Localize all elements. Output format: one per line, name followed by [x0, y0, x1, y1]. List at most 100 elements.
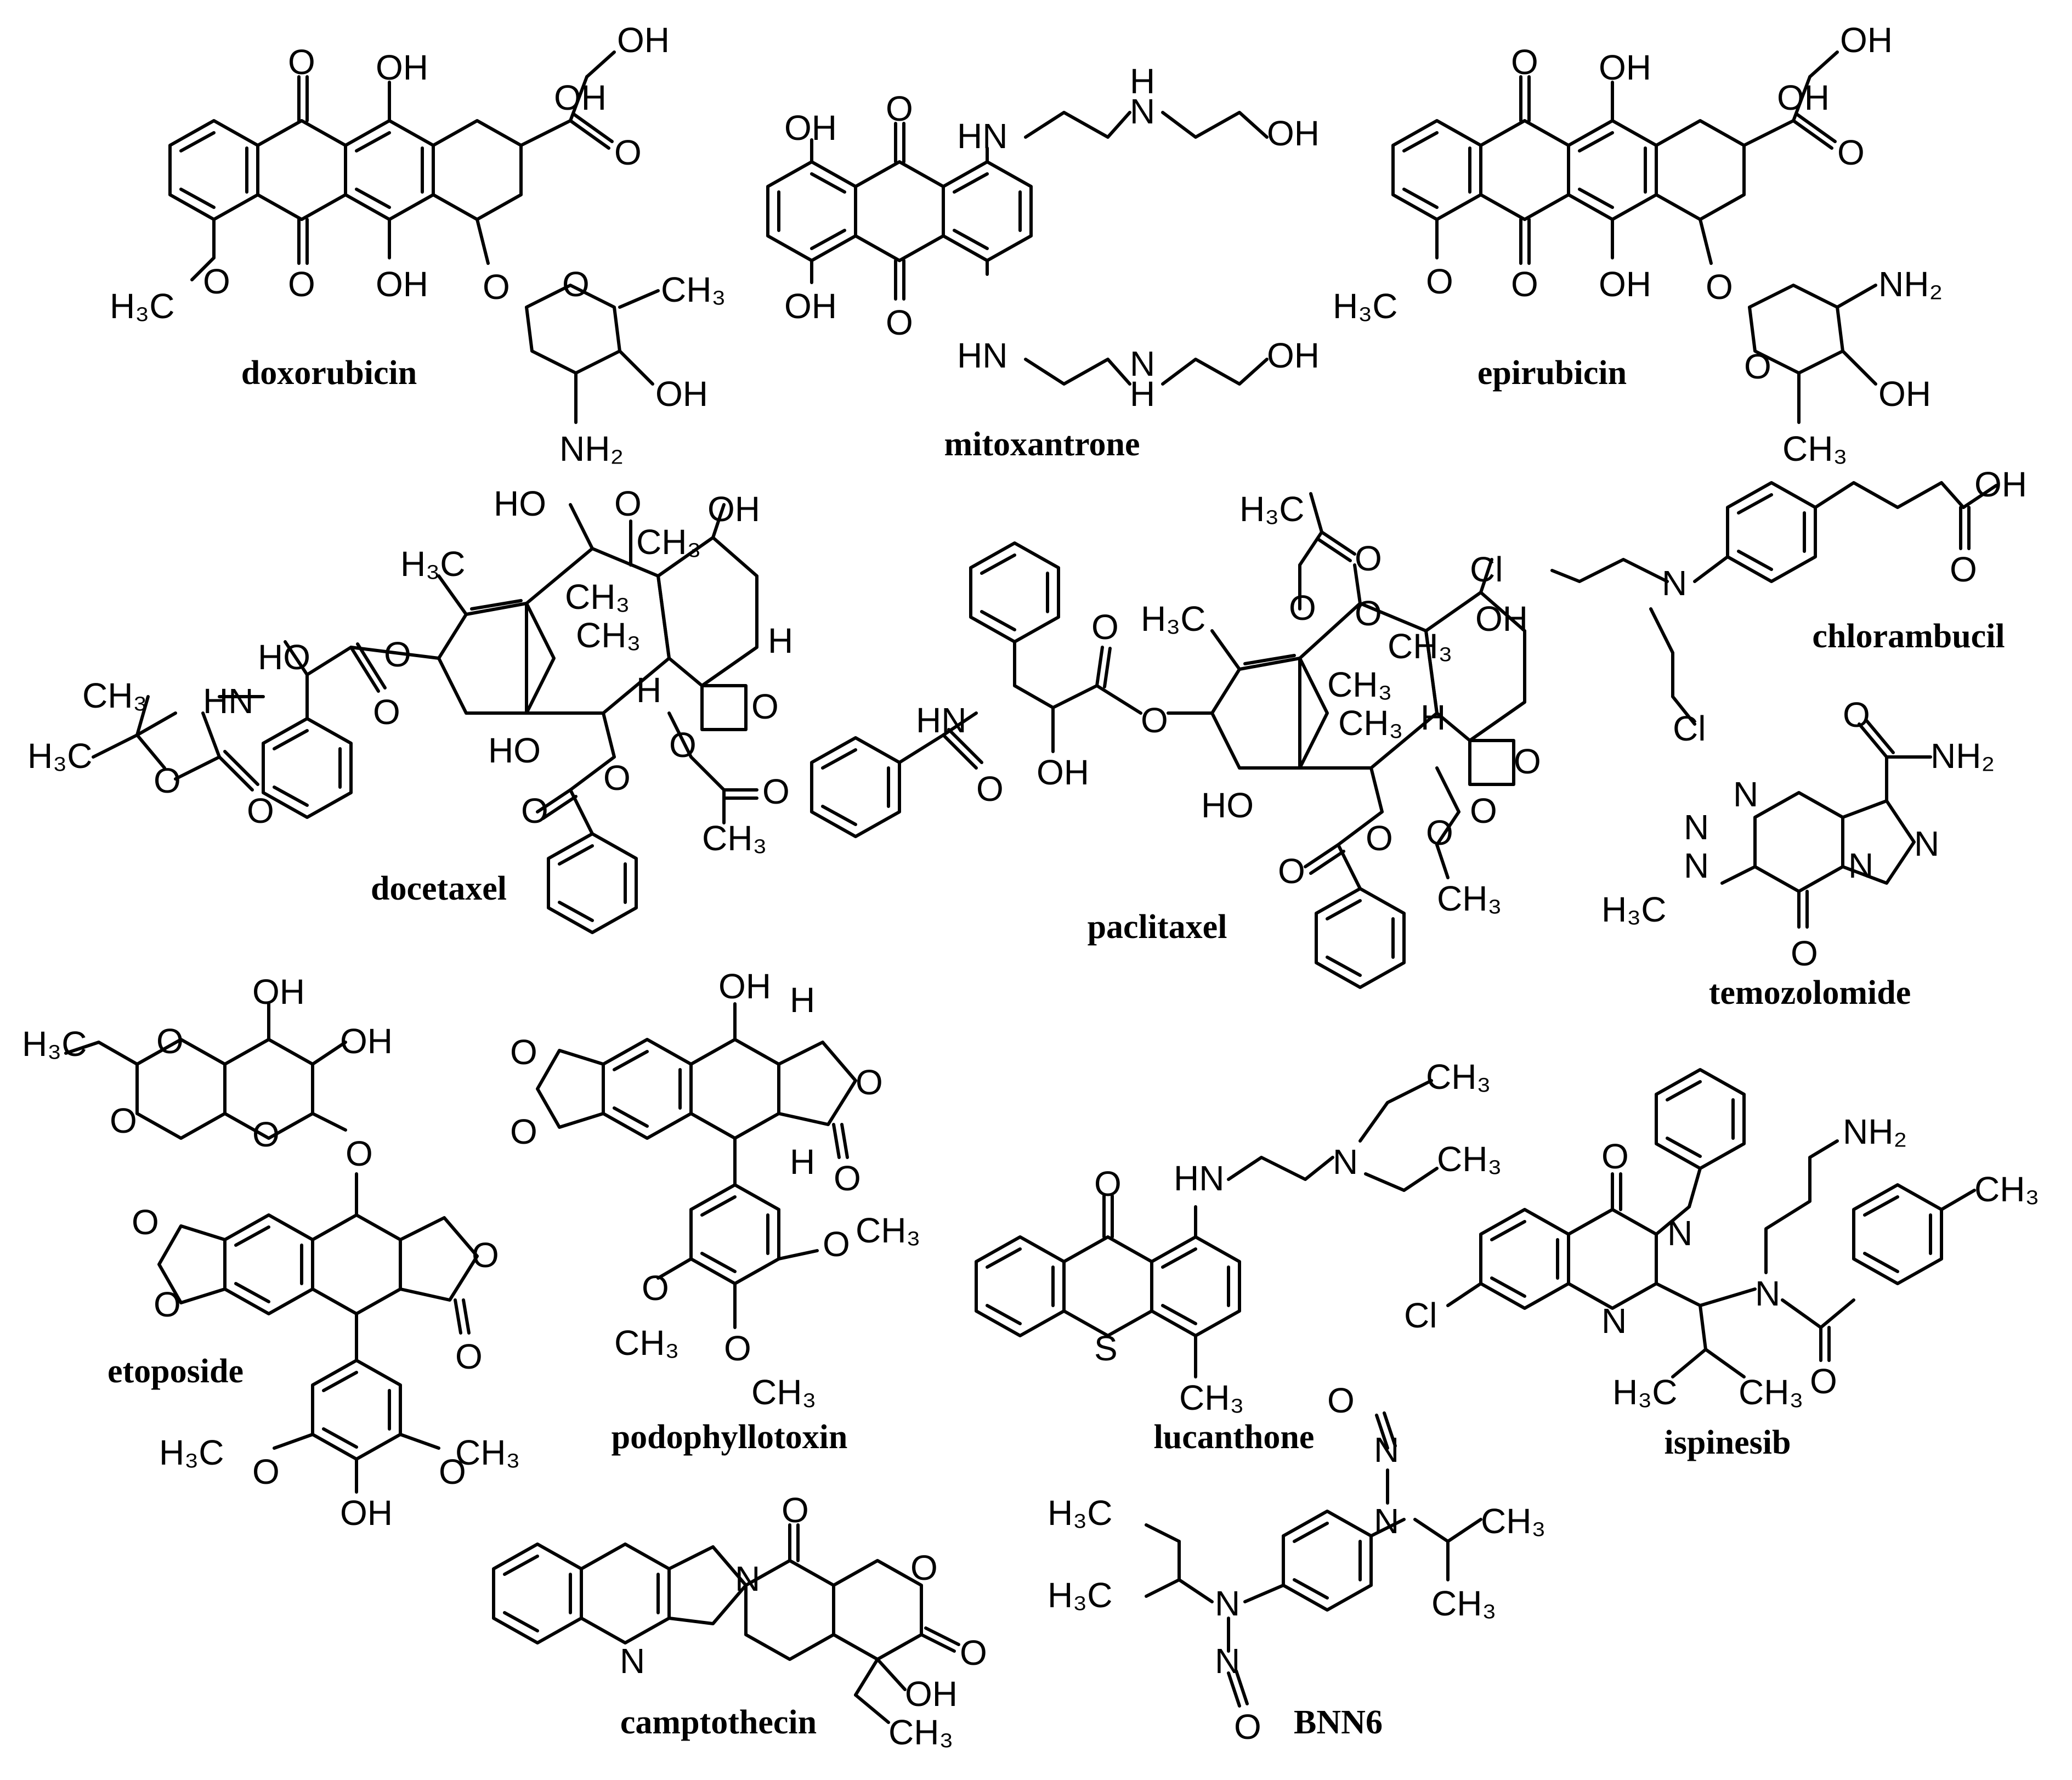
atom-label: O — [1426, 813, 1453, 852]
atom-label: OH — [718, 967, 771, 1006]
atom-label: OH — [707, 489, 760, 529]
atom-label: OH — [1974, 465, 2027, 504]
atom-label: OH — [1267, 114, 1320, 153]
atom-label: N — [1755, 1274, 1780, 1313]
atom-label: HN — [957, 116, 1007, 156]
atom-label: O — [1094, 1164, 1122, 1203]
atom-label: O — [1810, 1361, 1837, 1401]
atom-label: OH — [655, 374, 708, 414]
atom-label: OH — [554, 78, 607, 117]
atom-label: O — [669, 725, 697, 765]
atom-label: O — [614, 133, 642, 172]
epirubicin-structure: O OH O OH OH OH O H₃C O O O NH₂ OH CH₃ e… — [1333, 20, 1943, 468]
atom-label: O — [886, 89, 913, 128]
atom-label: CH₃ — [1327, 665, 1392, 704]
atom-label: OH — [784, 286, 837, 326]
atom-label: H₃C — [400, 544, 466, 584]
atom-label: H₃C — [1239, 489, 1305, 529]
atom-label: CH₃ — [1179, 1378, 1244, 1417]
atom-label: H₃C — [1601, 890, 1667, 929]
atom-label: N — [1662, 563, 1687, 603]
atom-label: OH — [1037, 753, 1089, 792]
atom-label: N — [1733, 775, 1758, 814]
compound-name: podophyllotoxin — [612, 1419, 848, 1456]
atom-label: CH₃ — [1426, 1057, 1491, 1097]
atom-label: CH₃ — [565, 577, 630, 617]
atom-label: CH₃ — [1388, 626, 1453, 666]
atom-label: O — [1601, 1137, 1629, 1176]
atom-label: CH₃ — [455, 1433, 520, 1472]
atom-label: O — [203, 262, 230, 301]
atom-label: N — [1601, 1301, 1627, 1341]
compound-name: doxorubicin — [241, 354, 417, 392]
atom-label: O — [252, 1115, 280, 1154]
atom-label: OH — [376, 264, 428, 304]
chlorambucil-structure: N Cl Cl OH O chlorambucil — [1470, 465, 2027, 748]
atom-label: O — [1744, 347, 1771, 386]
atom-label: N — [620, 1641, 645, 1681]
atom-label: N — [1667, 1213, 1692, 1253]
atom-label: O — [1327, 1381, 1355, 1420]
etoposide-structure: OH OH H₃C O O O O O O O O H₃C O O CH₃ OH… — [22, 972, 520, 1533]
compound-name: temozolomide — [1709, 974, 1911, 1012]
compound-name: lucanthone — [1154, 1419, 1315, 1456]
compound-name: etoposide — [107, 1353, 244, 1390]
atom-label: H — [768, 621, 793, 660]
atom-label: OH — [905, 1674, 958, 1714]
atom-label: NH₂ — [1878, 264, 1943, 304]
atom-label: O — [1355, 594, 1382, 633]
atom-label: O — [510, 1032, 537, 1072]
atom-label: H₃C — [1048, 1493, 1113, 1533]
atom-label: CH₃ — [576, 615, 641, 655]
atom-label: H — [790, 980, 815, 1020]
compound-name: docetaxel — [371, 870, 507, 907]
atom-label: S — [1094, 1329, 1118, 1368]
atom-label: N — [1215, 1641, 1240, 1681]
atom-label: O — [521, 791, 548, 830]
atom-label: OH — [340, 1021, 393, 1061]
atom-label: O — [910, 1548, 938, 1587]
atom-label: HN — [203, 681, 253, 721]
atom-label: H — [790, 1142, 815, 1182]
atom-label: N — [1130, 92, 1155, 131]
atom-label: O — [373, 692, 400, 732]
atom-label: OH — [784, 108, 837, 148]
atom-label: O — [1514, 742, 1541, 781]
compound-name: mitoxantrone — [944, 426, 1140, 463]
atom-label: N — [1374, 1501, 1399, 1541]
atom-label: CH₃ — [702, 818, 767, 858]
atom-label: O — [1234, 1707, 1261, 1747]
atom-label: O — [762, 772, 790, 811]
atom-label: CH₃ — [888, 1713, 954, 1752]
atom-label: CH₃ — [1431, 1584, 1497, 1623]
atom-label: N — [735, 1559, 760, 1598]
atom-label: O — [384, 635, 411, 674]
atom-label: CH₃ — [82, 676, 148, 715]
ispinesib-structure: O N N Cl N NH₂ O CH₃ H₃C CH₃ ispinesib — [1404, 1068, 2040, 1461]
atom-label: O — [1289, 588, 1316, 628]
atom-label: H — [1130, 61, 1155, 101]
atom-label: OH — [1599, 48, 1651, 87]
atom-label: OH — [1878, 374, 1931, 414]
atom-label: O — [1278, 851, 1305, 891]
atom-label: O — [110, 1101, 137, 1140]
atom-label: OH — [1599, 264, 1651, 304]
temozolomide-structure: O NH₂ N N N N N H₃C O temozolomide — [1601, 695, 1995, 1012]
atom-label: N — [1914, 824, 1939, 863]
atom-label: N — [1215, 1584, 1240, 1623]
atom-label: O — [288, 42, 315, 82]
atom-label: CH₃ — [1782, 429, 1848, 468]
atom-label: CH₃ — [751, 1372, 817, 1412]
compound-name: paclitaxel — [1088, 908, 1227, 946]
atom-label: HN — [916, 700, 966, 740]
atom-label: O — [823, 1224, 850, 1264]
atom-label: N — [1684, 807, 1709, 847]
atom-label: O — [886, 303, 913, 342]
atom-label: Cl — [1404, 1296, 1437, 1335]
atom-label: OH — [1840, 20, 1893, 60]
atom-label: O — [834, 1159, 861, 1198]
atom-label: HO — [488, 731, 541, 770]
atom-label: H — [1130, 374, 1155, 414]
atom-label: O — [782, 1490, 809, 1530]
atom-label: OH — [340, 1493, 393, 1533]
